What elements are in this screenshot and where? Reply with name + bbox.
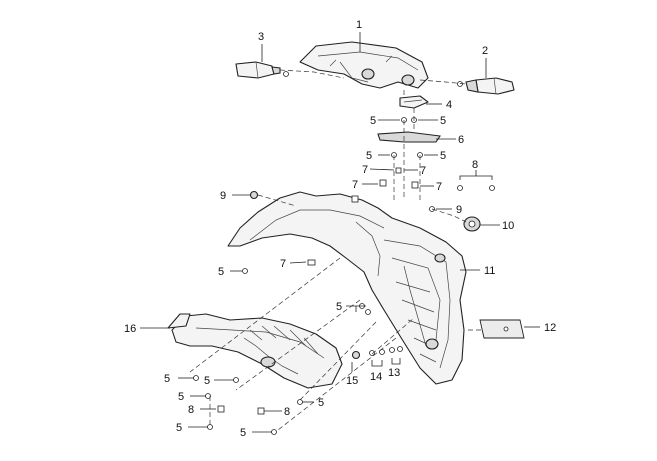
callout-4: 4 [446, 99, 452, 111]
callout-7-e: 7 [280, 258, 286, 270]
callout-13: 13 [388, 367, 400, 379]
callout-7-a: 7 [362, 164, 368, 176]
splash-guard-part [167, 313, 343, 389]
callout-2: 2 [482, 45, 488, 57]
callout-5-e: 5 [218, 266, 224, 278]
callout-5-j: 5 [318, 397, 324, 409]
tail-cover-part [299, 41, 429, 89]
callout-5-c: 5 [366, 150, 372, 162]
callout-16: 16 [124, 323, 136, 335]
callout-12: 12 [544, 322, 556, 334]
callout-9-a: 9 [220, 190, 226, 202]
callout-8-a: 8 [472, 159, 478, 171]
callout-5-g: 5 [164, 373, 170, 385]
callout-14: 14 [370, 371, 382, 383]
leader-lines [140, 32, 540, 433]
callout-1: 1 [356, 19, 362, 31]
plate-light-part [479, 319, 525, 339]
right-turn-signal-part [465, 77, 515, 95]
callout-numbers: 1 3 2 4 5 5 6 5 5 8 7 7 7 7 9 9 10 5 7 1… [124, 19, 556, 439]
callout-6: 6 [458, 134, 464, 146]
callout-7-d: 7 [436, 181, 442, 193]
callout-5-k: 5 [176, 422, 182, 434]
callout-5-a: 5 [370, 115, 376, 127]
callout-10: 10 [502, 220, 514, 232]
callout-11: 11 [484, 265, 495, 277]
callout-8-c: 8 [284, 406, 290, 418]
callout-7-c: 7 [352, 179, 358, 191]
callout-5-i: 5 [178, 391, 184, 403]
small-bracket-part [399, 95, 429, 109]
callout-5-l: 5 [240, 427, 246, 439]
callout-5-d: 5 [440, 150, 446, 162]
callout-15: 15 [346, 375, 358, 387]
grommet-part [463, 216, 481, 232]
callout-5-b: 5 [440, 115, 446, 127]
gasket-strip-part [377, 131, 441, 143]
callout-5-h: 5 [204, 375, 210, 387]
left-turn-signal-part [235, 61, 281, 79]
callout-3: 3 [258, 31, 264, 43]
assembly-lines [189, 69, 484, 431]
rear-fender-part [227, 191, 467, 385]
callout-9-b: 9 [456, 204, 462, 216]
callout-7-b: 7 [420, 165, 426, 177]
callout-8-b: 8 [188, 404, 194, 416]
callout-5-f: 5 [336, 301, 342, 313]
